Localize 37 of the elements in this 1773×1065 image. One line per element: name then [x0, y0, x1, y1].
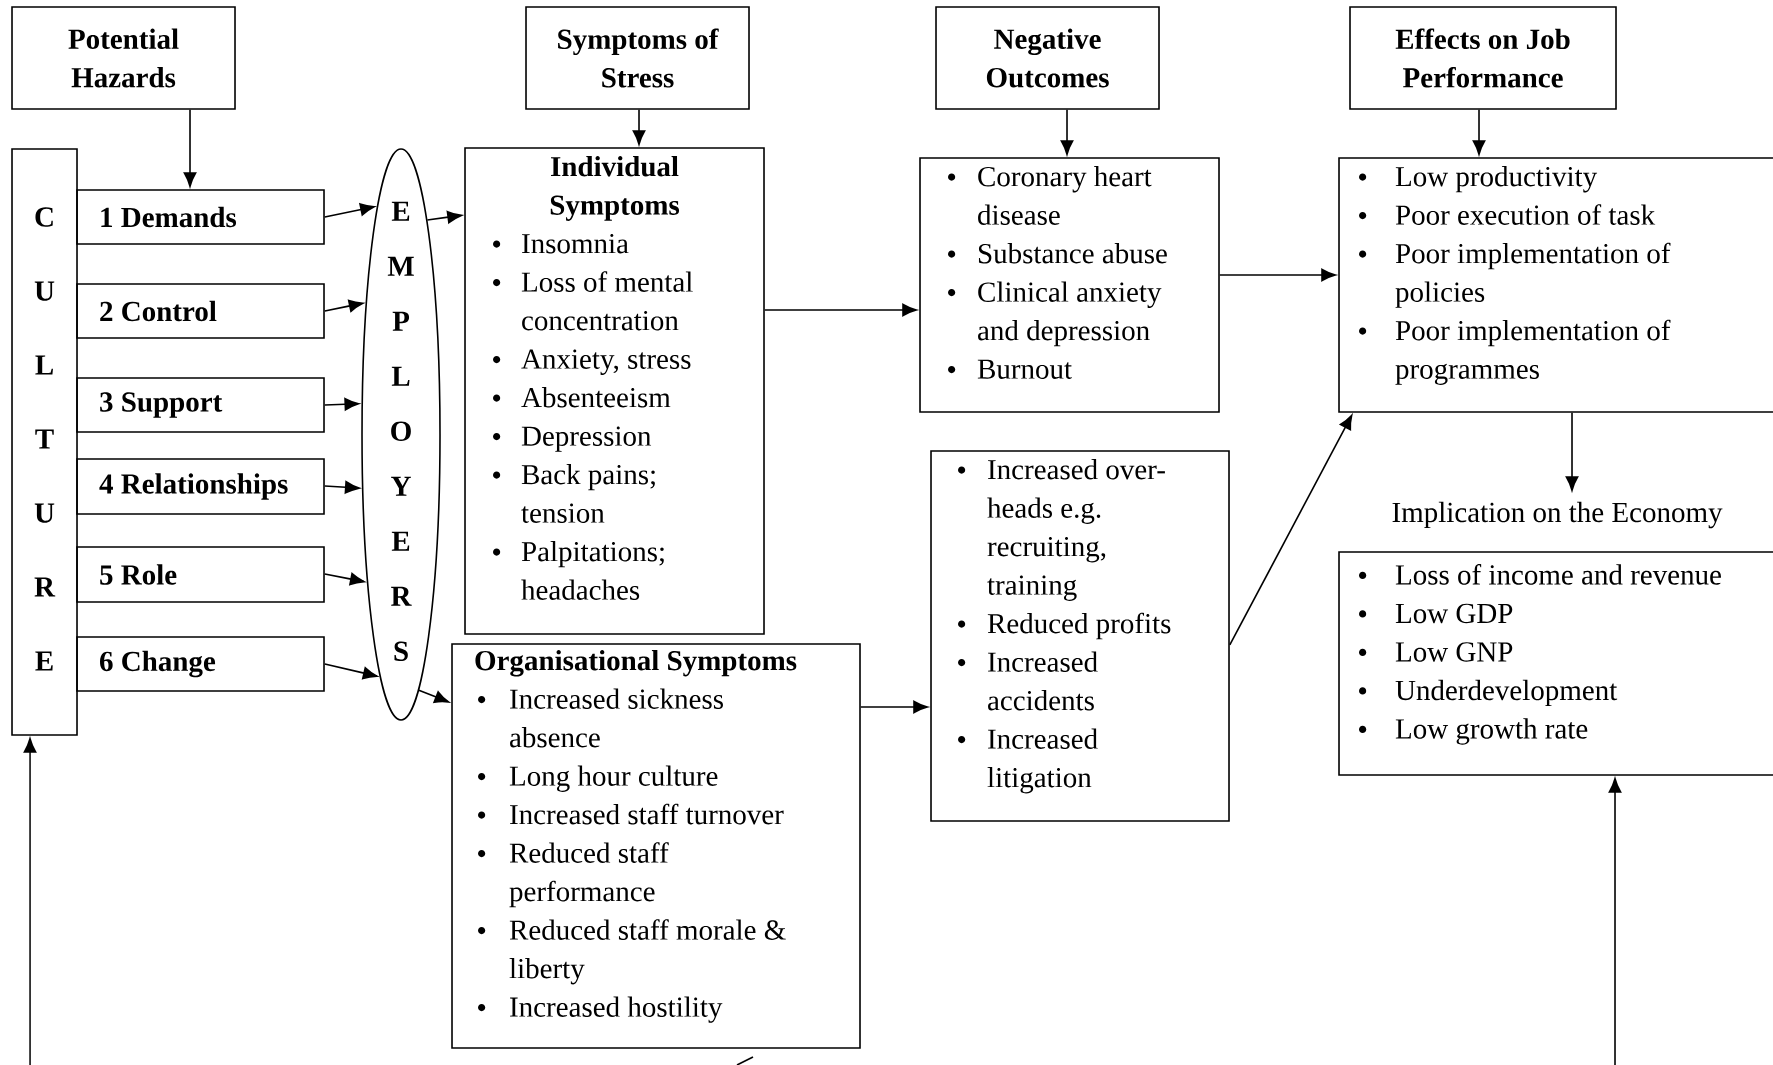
- arrow: [324, 480, 360, 494]
- heading-box: Negative Outcomes: [935, 6, 1160, 110]
- hazard-box: 1 Demands: [76, 189, 325, 245]
- heading-box: Effects on Job Performance: [1349, 6, 1617, 110]
- arrow: [324, 397, 360, 411]
- heading-box: Potential Hazards: [11, 6, 236, 110]
- arrow: [764, 303, 917, 317]
- arrow: [1608, 778, 1622, 1065]
- arrow: [1472, 109, 1486, 155]
- arrow: [1060, 109, 1074, 155]
- bullet-list-box: Coronary heart disease Substance abuse Clinical anxiety and depression Burnout: [919, 157, 1220, 413]
- hazard-box: 5 Role: [76, 546, 325, 603]
- bullet-list-box: Individual Symptoms Insomnia Loss of mental concentration Anxiety, stress Absenteeism Depression Back pains; tension Palpitations; headaches: [464, 147, 765, 635]
- arrow: [426, 210, 463, 224]
- hazard-box: 2 Control: [76, 283, 325, 339]
- arrow: [324, 203, 375, 218]
- hazard-box: 6 Change: [76, 636, 325, 692]
- bullet-list-box: Increased over-heads e.g. recruiting, training Reduced profits Increased accidents Increased litigation: [930, 450, 1230, 822]
- bullet-list-box: Loss of income and revenue Low GDP Low GNP Underdevelopment Low growth rate: [1338, 551, 1773, 776]
- heading-box: Symptoms of Stress: [525, 6, 750, 110]
- arrow: [324, 299, 364, 313]
- hazard-box: 3 Support: [76, 377, 325, 433]
- hazard-box: 4 Relationships: [76, 458, 325, 515]
- arrow: [632, 109, 646, 145]
- arrow: [324, 572, 365, 586]
- vertical-text-box: C U L T U R E: [11, 148, 78, 736]
- implication-text: Implication on the Economy: [1392, 501, 1723, 529]
- arrow: [324, 663, 378, 680]
- arrow: [1219, 268, 1336, 282]
- arrow: [1229, 414, 1353, 646]
- arrow: [418, 689, 450, 703]
- arrow: [860, 700, 928, 714]
- arrow: [1565, 412, 1579, 491]
- bullet-list-box: Low productivity Poor execution of task Poor implementation of policies Poor implementation of programmes: [1338, 157, 1773, 413]
- bullet-list-box: Organisational Symptoms Increased sickness absence Long hour culture Increased staff turnover Reduced staff performance Reduced staff morale & liberty Increased hostility: [451, 643, 861, 1049]
- arrow: [23, 738, 37, 1065]
- arrow: [183, 109, 197, 187]
